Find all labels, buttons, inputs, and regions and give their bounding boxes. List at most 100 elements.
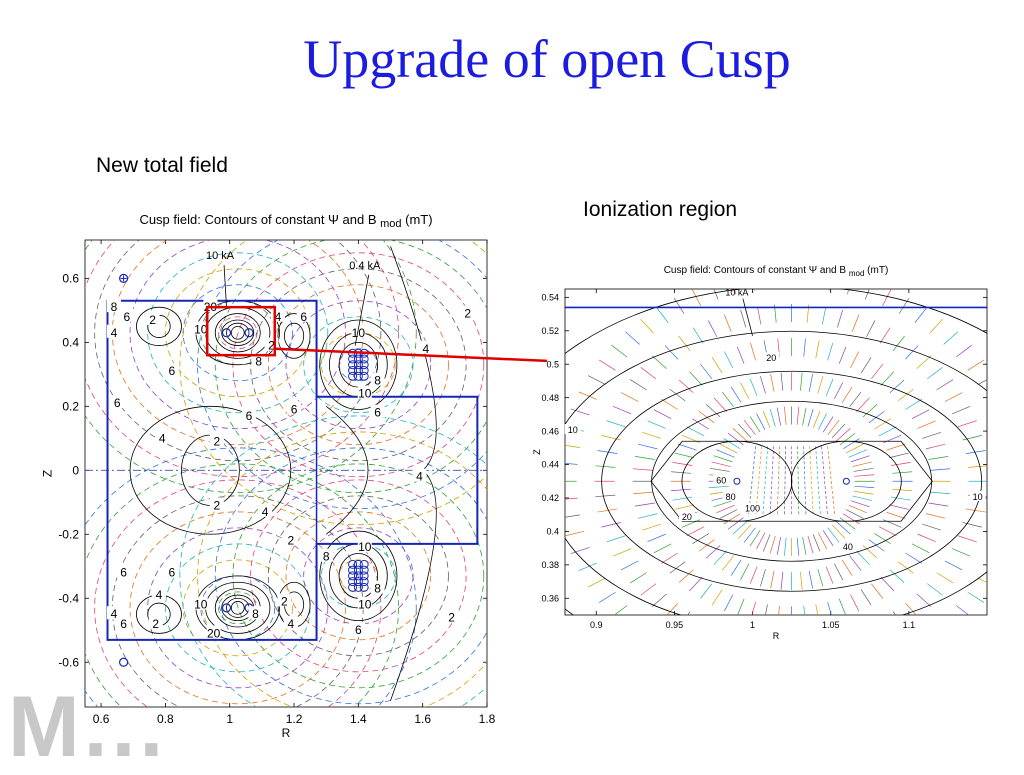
psi-contour (565, 530, 585, 537)
psi-contour (303, 316, 414, 414)
psi-contour (849, 555, 862, 571)
psi-contour (598, 591, 616, 603)
psi-contour (723, 438, 741, 450)
contour-label-bg (164, 363, 179, 377)
psi-contour (687, 611, 691, 615)
psi-contour (771, 674, 773, 692)
contour-label-bg (763, 352, 780, 363)
contour-label-bg (209, 497, 224, 511)
psi-contour (565, 497, 578, 500)
psi-contour (994, 547, 1013, 553)
psi-contour (732, 521, 748, 535)
psi-contour (708, 626, 716, 642)
psi-contour (736, 346, 745, 364)
psi-contour (829, 672, 832, 690)
coil-marker (353, 360, 363, 370)
psi-contour (713, 500, 733, 508)
psi-contour (698, 410, 715, 424)
psi-contour (821, 446, 828, 517)
x-tick-label: 0.95 (666, 620, 684, 630)
bmod-contour (230, 601, 245, 615)
psi-contour (640, 583, 657, 596)
contour-label: 4 (416, 470, 423, 484)
psi-contour (671, 471, 692, 474)
psi-contour (267, 284, 449, 446)
contour-label: 20 (207, 626, 221, 640)
y-tick-label: -0.4 (58, 591, 79, 605)
psi-contour (843, 438, 860, 450)
psi-contour (713, 289, 719, 300)
psi-contour (922, 523, 942, 531)
psi-contour (815, 604, 819, 615)
coil-marker (842, 477, 850, 485)
psi-contour (847, 668, 852, 685)
psi-contour (803, 446, 807, 517)
psi-contour (671, 488, 692, 492)
psi-contour (930, 629, 943, 643)
psi-contour (214, 240, 487, 494)
contour-label: 6 (120, 617, 127, 631)
psi-contour (724, 631, 731, 648)
contour-label-bg (242, 407, 257, 421)
psi-contour (713, 550, 727, 565)
contour-label: 10 (194, 323, 208, 337)
psi-contour (930, 468, 951, 471)
psi-contour (807, 640, 809, 658)
contour-label-bg (110, 395, 125, 409)
psi-contour (827, 446, 836, 517)
contour-label-bg (193, 596, 208, 610)
coil-marker (359, 571, 369, 581)
psi-contour (85, 447, 417, 707)
psi-contour (748, 446, 756, 517)
psi-contour (871, 363, 884, 379)
psi-contour (797, 446, 800, 517)
psi-contour (914, 307, 927, 323)
contour-layer (565, 289, 1018, 692)
psi-contour (692, 289, 702, 307)
coil-marker (221, 603, 232, 613)
psi-contour (899, 649, 909, 665)
contour-label-bg (206, 625, 221, 639)
coil-marker (359, 559, 369, 569)
psi-contour (741, 635, 746, 652)
psi-contour (182, 559, 293, 657)
psi-contour (692, 327, 704, 344)
psi-contour (672, 496, 693, 501)
psi-contour (943, 331, 959, 345)
psi-contour (743, 527, 756, 543)
psi-contour (669, 388, 686, 402)
psi-contour (669, 561, 686, 574)
psi-contour (825, 566, 834, 584)
psi-contour (834, 382, 844, 400)
psi-contour (769, 409, 776, 427)
x-axis-label: R (773, 631, 780, 641)
psi-contour (634, 456, 655, 460)
contour-label-bg (370, 580, 385, 594)
psi-contour (850, 500, 870, 508)
psi-contour (770, 570, 775, 589)
contour-label: 10 (568, 425, 578, 435)
psi-contour (686, 426, 705, 437)
psi-contour (637, 443, 658, 450)
psi-contour (595, 465, 616, 468)
psi-contour (905, 603, 917, 615)
contour-label-bg (370, 404, 385, 418)
psi-contour (936, 572, 954, 584)
psi-contour (922, 431, 942, 439)
y-tick-label: 0.6 (62, 272, 79, 286)
coil-marker (118, 273, 129, 283)
psi-contour (886, 512, 906, 519)
bmod-contour (214, 313, 261, 353)
psi-contour (738, 524, 752, 539)
psi-contour (999, 427, 1018, 432)
coil-marker (359, 577, 369, 587)
psi-contour (757, 306, 762, 325)
psi-contour (803, 605, 805, 615)
psi-contour (925, 443, 946, 450)
psi-contour (784, 537, 787, 556)
psi-contour (815, 340, 820, 359)
psi-contour (866, 320, 876, 338)
contour-label: 8 (374, 374, 381, 388)
psi-contour (986, 398, 987, 400)
psi-contour (749, 416, 761, 433)
